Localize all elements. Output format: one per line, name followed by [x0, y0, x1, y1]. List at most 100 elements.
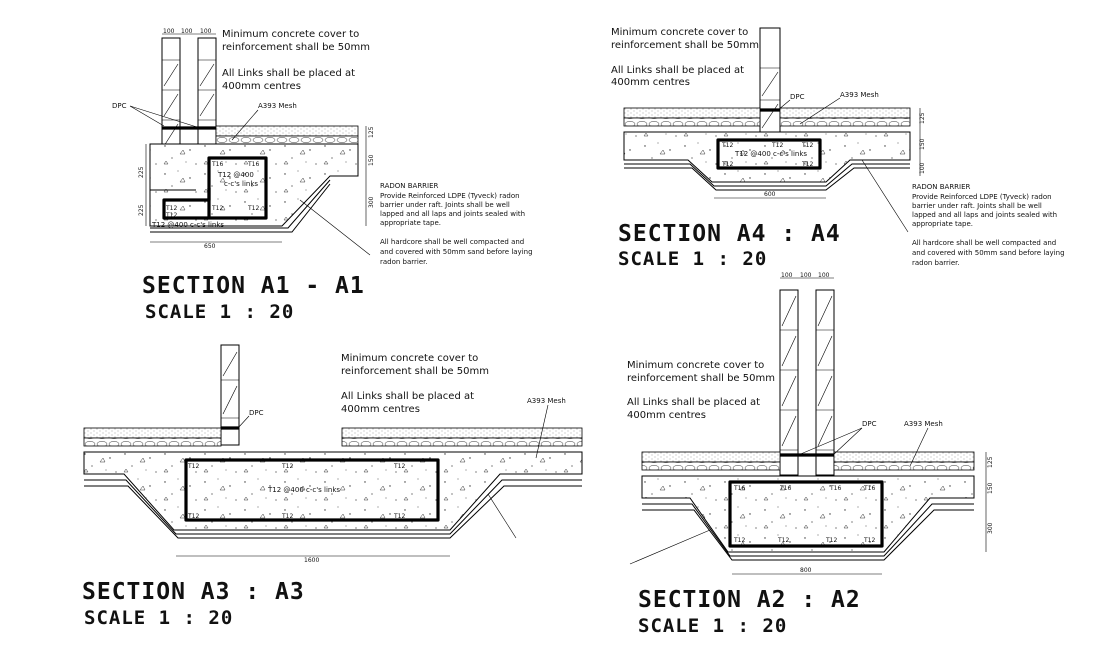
- a4-cover-note-2: reinforcement shall be 50mm: [611, 40, 759, 51]
- a1-radon-1: Provide Reinforced LDPE (Tyveck) radon: [380, 192, 520, 200]
- a1-cover-note-1: Minimum concrete cover to: [222, 29, 359, 40]
- a1-radon-title: RADON BARRIER: [380, 182, 439, 190]
- a2-t12-label-3: T12: [825, 537, 837, 544]
- a4-t12-label-4: T12: [721, 161, 733, 168]
- section-a1: T16 T16 T12 T12 T12 T12 T12 @400 c-c's l…: [112, 28, 533, 323]
- a4-hardcore-1: All hardcore shall be well compacted and: [912, 239, 1056, 247]
- a2-section-title: SECTION A2 : A2: [638, 587, 861, 613]
- a2-dim-150: 150: [987, 482, 994, 494]
- a2-t16-label-4: T16: [863, 485, 875, 492]
- a3-cover-note-1: Minimum concrete cover to: [341, 353, 478, 364]
- a1-links-note-2: 400mm centres: [222, 81, 301, 92]
- a4-t12-label: T12: [721, 142, 733, 149]
- a3-t12-label-6: T12: [393, 513, 405, 520]
- a4-raft-concrete: [623, 131, 911, 183]
- a3-links-note-2: 400mm centres: [341, 404, 420, 415]
- a4-radon-1: Provide Reinforced LDPE (Tyveck) radon: [912, 193, 1052, 201]
- a2-t16-label-2: T16: [779, 485, 791, 492]
- section-a4: T12 T12 T12 T12 T12 T12 @400 c-c's links…: [611, 27, 1065, 270]
- a3-t12-label-3: T12: [393, 463, 405, 470]
- a4-hardcore-3: radon barrier.: [912, 259, 960, 267]
- a4-hardcore-2: and covered with 50mm sand before laying: [912, 249, 1065, 257]
- a4-scale: SCALE 1 : 20: [618, 248, 767, 270]
- a2-dim-top1: 100: [781, 272, 793, 279]
- a4-dim-150: 150: [919, 138, 926, 150]
- a4-dim-bottom: 600: [764, 191, 776, 198]
- a3-scale: SCALE 1 : 20: [84, 607, 233, 629]
- a1-dim-225a: 225: [138, 166, 145, 178]
- a3-dim-bottom: 1600: [304, 557, 319, 564]
- a3-links-note-1: All Links shall be placed at: [341, 391, 474, 402]
- a1-t12-label-3: T12: [211, 205, 223, 212]
- a3-t12-label-5: T12: [281, 513, 293, 520]
- a1-t16-label-2: T16: [247, 161, 259, 168]
- a2-cover-note-2: reinforcement shall be 50mm: [627, 373, 775, 384]
- a2-t16-label: T16: [733, 485, 745, 492]
- a2-cover-note-1: Minimum concrete cover to: [627, 360, 764, 371]
- a2-dim-top3: 100: [818, 272, 830, 279]
- a1-dim-125: 125: [368, 126, 375, 138]
- a3-t12-label-4: T12: [187, 513, 199, 520]
- a1-t12-label-4: T12: [247, 205, 259, 212]
- a4-dim-100: 100: [919, 162, 926, 174]
- a4-dpc-label: DPC: [790, 93, 805, 101]
- a2-scale: SCALE 1 : 20: [638, 615, 787, 637]
- a2-t12-label-4: T12: [863, 537, 875, 544]
- a2-mesh-label: A393 Mesh: [904, 420, 943, 428]
- a3-dpc-label: DPC: [249, 409, 264, 417]
- a1-scale: SCALE 1 : 20: [145, 301, 294, 323]
- a2-links-note-1: All Links shall be placed at: [627, 397, 760, 408]
- a4-dim-125: 125: [919, 112, 926, 124]
- a1-hardcore-1: All hardcore shall be well compacted and: [380, 238, 524, 246]
- a2-dim-300: 300: [987, 522, 994, 534]
- a2-t16-label-3: T16: [829, 485, 841, 492]
- a1-hardcore-layer: [215, 135, 359, 145]
- a2-dim-125: 125: [987, 456, 994, 468]
- a1-dimensions: 100 100 100 225 225 125 150 300 650: [138, 28, 375, 250]
- a1-dim-bottom: 650: [204, 243, 216, 250]
- a4-links-note-2: 400mm centres: [611, 77, 690, 88]
- a1-radon-2: barrier under raft. Joints shall be well: [380, 201, 510, 209]
- section-a2: T16 T16 T16 T16 T12 T12 T12 T12 DPC A393…: [627, 272, 994, 637]
- a1-dim-top3: 100: [200, 28, 212, 35]
- a1-hardcore-3: radon barrier.: [380, 258, 428, 266]
- a1-radon-4: appropriate tape.: [380, 219, 441, 227]
- a2-links-note-2: 400mm centres: [627, 410, 706, 421]
- a2-reinforcement-cage: [728, 480, 884, 548]
- a1-cover-note-2: reinforcement shall be 50mm: [222, 42, 370, 53]
- a4-radon-2: barrier under raft. Joints shall be well: [912, 202, 1042, 210]
- a2-t12-label: T12: [733, 537, 745, 544]
- a2-raft-concrete: [641, 475, 975, 553]
- a2-dim-top2: 100: [800, 272, 812, 279]
- a1-mesh-label: A393 Mesh: [258, 102, 297, 110]
- a3-section-title: SECTION A3 : A3: [82, 579, 305, 605]
- a4-section-title: SECTION A4 : A4: [618, 221, 841, 247]
- a1-links-c: T12 @400 c-c's links: [151, 221, 224, 229]
- a2-dim-bottom: 800: [800, 567, 812, 574]
- a1-hardcore-2: and covered with 50mm sand before laying: [380, 248, 533, 256]
- a4-reinforcement-cage: [716, 138, 822, 170]
- a3-t12-label-2: T12: [281, 463, 293, 470]
- a4-links-note-1: All Links shall be placed at: [611, 65, 744, 76]
- a2-dpc-label: DPC: [862, 420, 877, 428]
- a1-t16-label: T16: [211, 161, 223, 168]
- a1-dim-300: 300: [368, 196, 375, 208]
- a4-cover-note-1: Minimum concrete cover to: [611, 27, 748, 38]
- a1-sand-layer: [215, 125, 359, 137]
- a1-dim-top2: 100: [181, 28, 193, 35]
- a1-dpc-label: DPC: [112, 102, 127, 110]
- a1-links-b: c-c's links: [224, 180, 258, 188]
- a3-t12-label: T12: [187, 463, 199, 470]
- a1-links-a: T12 @400: [217, 171, 254, 179]
- a4-links-label: T12 @400 c-c's links: [734, 150, 807, 158]
- a4-t12-label-2: T12: [771, 142, 783, 149]
- a3-cover-note-2: reinforcement shall be 50mm: [341, 366, 489, 377]
- a4-t12-label-5: T12: [801, 161, 813, 168]
- a4-radon-3: lapped and all laps and joints sealed wi…: [912, 211, 1057, 219]
- a4-radon-4: appropriate tape.: [912, 220, 973, 228]
- a1-section-title: SECTION A1 - A1: [142, 273, 365, 299]
- section-a3: T12 T12 T12 T12 T12 T12 T12 @400 c-c's l…: [82, 344, 583, 629]
- a1-radon-3: lapped and all laps and joints sealed wi…: [380, 210, 525, 218]
- a1-dim-225b: 225: [138, 204, 145, 216]
